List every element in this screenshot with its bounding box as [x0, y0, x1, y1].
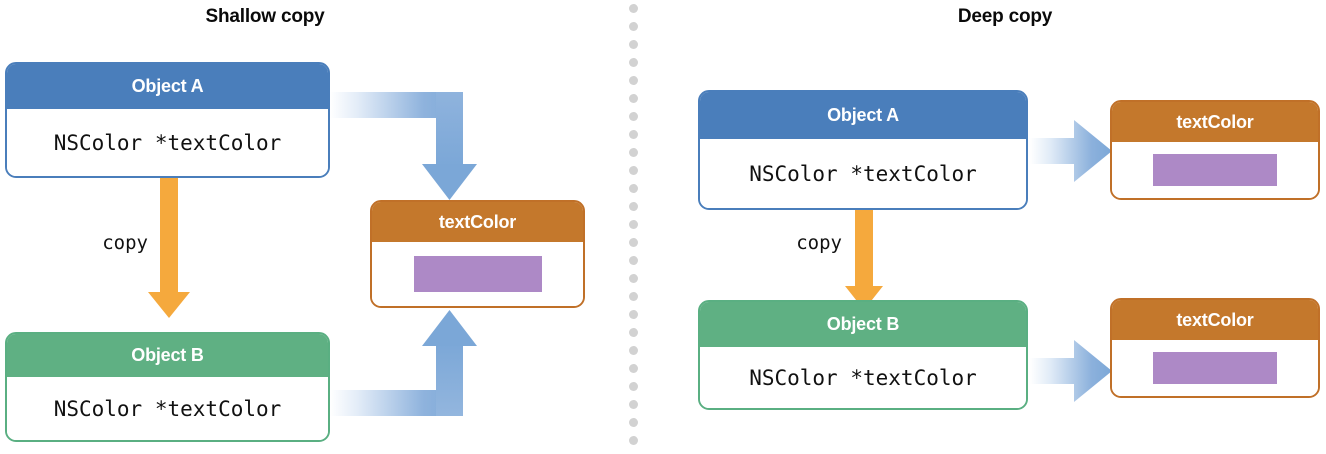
deep-textcolor-b-box[interactable]: textColor — [1110, 298, 1320, 398]
deep-object-a-to-textcolor-arrow — [1030, 120, 1112, 182]
shallow-object-b-header: Object B — [7, 334, 328, 377]
deep-copy-label: copy — [796, 232, 842, 254]
shallow-copy-arrow — [146, 178, 192, 318]
deep-textcolor-b-header: textColor — [1112, 300, 1318, 340]
shallow-object-b-box[interactable]: Object B NSColor *textColor — [5, 332, 330, 442]
deep-copy-arrow — [841, 210, 887, 310]
deep-textcolor-b-body — [1112, 340, 1318, 396]
object-b-to-textcolor-arrow — [330, 310, 477, 416]
shallow-object-a-box[interactable]: Object A NSColor *textColor — [5, 62, 330, 178]
deep-purple-color-swatch-b — [1153, 352, 1277, 384]
shallow-object-a-header: Object A — [7, 64, 328, 109]
deep-object-b-field: NSColor *textColor — [700, 347, 1026, 408]
shallow-textcolor-header: textColor — [372, 202, 583, 242]
deep-textcolor-a-body — [1112, 142, 1318, 198]
deep-object-a-field: NSColor *textColor — [700, 139, 1026, 208]
shallow-object-a-field: NSColor *textColor — [7, 109, 328, 176]
shallow-copy-label: copy — [102, 232, 148, 254]
object-a-to-textcolor-arrow — [330, 92, 477, 200]
dotted-divider-icon — [629, 0, 638, 454]
deep-object-b-to-textcolor-arrow — [1030, 340, 1112, 402]
shallow-textcolor-box[interactable]: textColor — [370, 200, 585, 308]
deep-object-b-box[interactable]: Object B NSColor *textColor — [698, 300, 1028, 410]
shallow-object-b-field: NSColor *textColor — [7, 377, 328, 440]
deep-purple-color-swatch-a — [1153, 154, 1277, 186]
shallow-textcolor-body — [372, 242, 583, 306]
deep-textcolor-a-box[interactable]: textColor — [1110, 100, 1320, 200]
deep-copy-title: Deep copy — [957, 6, 1053, 27]
deep-textcolor-a-header: textColor — [1112, 102, 1318, 142]
shallow-copy-title: Shallow copy — [205, 6, 325, 27]
deep-object-a-box[interactable]: Object A NSColor *textColor — [698, 90, 1028, 210]
deep-object-b-header: Object B — [700, 302, 1026, 347]
deep-object-a-header: Object A — [700, 92, 1026, 139]
shallow-purple-color-swatch — [413, 256, 542, 292]
